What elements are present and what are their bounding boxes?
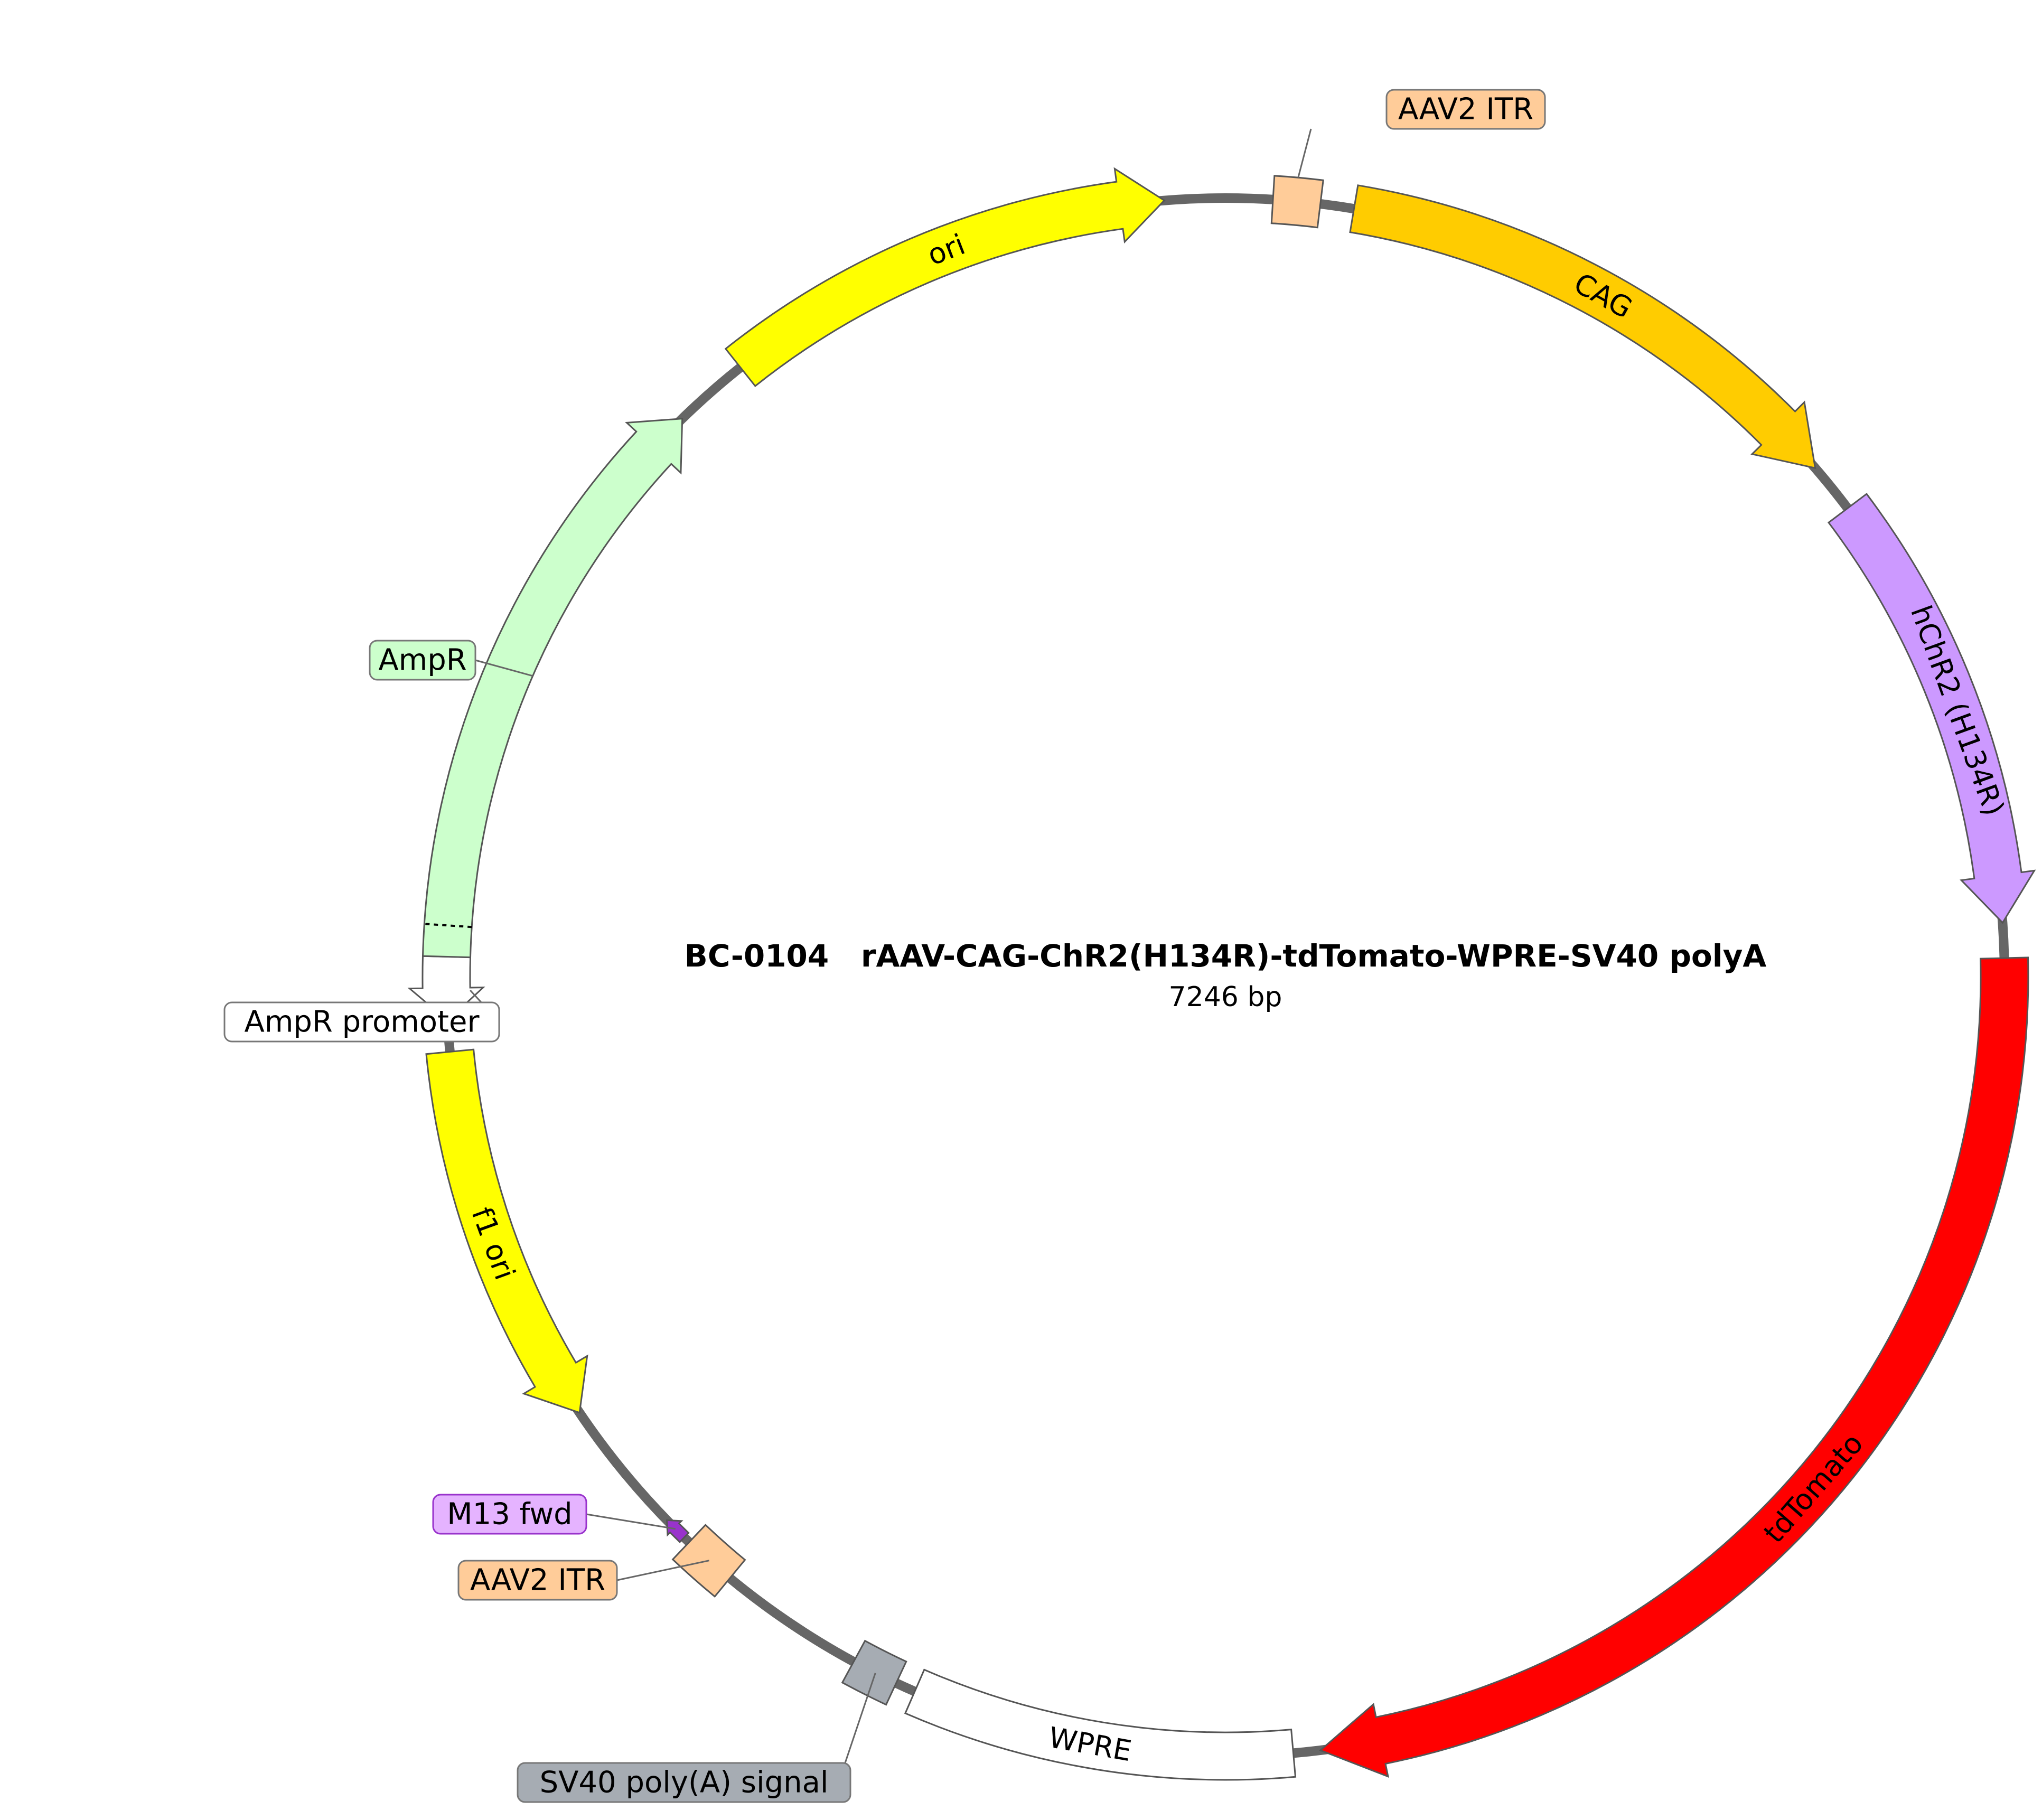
cag-feature	[1349, 184, 1816, 470]
ampr-callout-label: AmpR	[378, 643, 466, 678]
f1ori-feature	[425, 1048, 588, 1414]
tdtomato-label: tdTomato	[1757, 1427, 1870, 1550]
itr-top-callout-label: AAV2 ITR	[1398, 92, 1533, 127]
m13-callout-line	[586, 1513, 676, 1530]
tdtomato-feature	[1318, 956, 2029, 1778]
itr-top-callout-box	[1385, 89, 1546, 130]
sv40-callout-label: SV40 poly(A) signal	[540, 1766, 829, 1800]
amprprom-callout-label: AmpR promoter	[245, 1005, 480, 1039]
m13-callout-box	[432, 1494, 587, 1535]
wpre-feature	[904, 1668, 1297, 1781]
m13-callout-label: M13 fwd	[447, 1497, 572, 1532]
ampr-callout-box	[369, 640, 476, 681]
ampr-callout-line	[475, 659, 533, 677]
m13-feature	[666, 1519, 690, 1543]
itr-bottom-callout-label: AAV2 ITR	[470, 1563, 605, 1598]
plasmid-size: 7246 bp	[1169, 981, 1282, 1013]
itr-bottom-callout-line	[616, 1560, 709, 1581]
amprprom-callout-box	[223, 1001, 500, 1043]
sv40-feature	[841, 1639, 907, 1706]
hchr2-feature	[1827, 493, 2036, 924]
itr-top-callout-line	[1297, 128, 1312, 178]
sv40-callout-line	[844, 1673, 876, 1763]
sv40-callout-box	[517, 1762, 851, 1803]
plasmid-title: BC-0104 rAAV-CAG-ChR2(H134R)-tdTomato-WP…	[685, 938, 1767, 974]
itr-top-feature	[1270, 175, 1324, 229]
ori-feature	[724, 167, 1166, 388]
ampr-feature	[421, 417, 683, 959]
itr-bottom-callout-box	[457, 1560, 618, 1601]
